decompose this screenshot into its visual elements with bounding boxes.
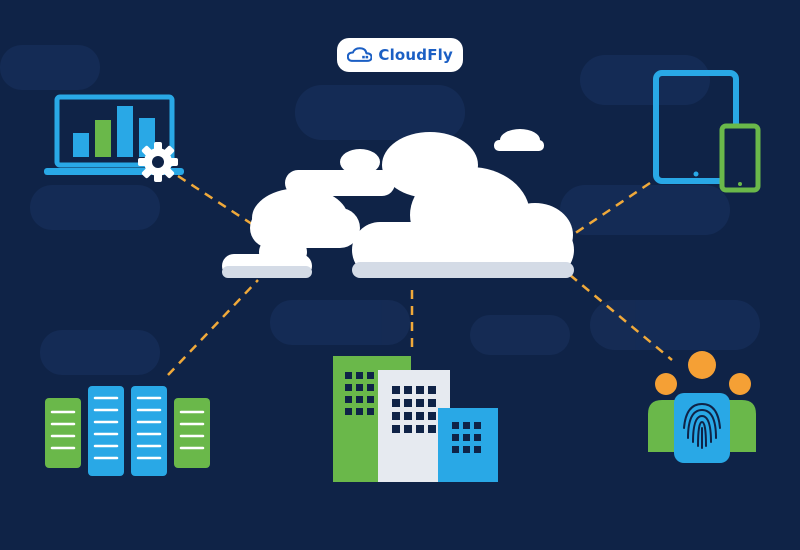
connector-lines (167, 174, 673, 376)
fingerprint-icon (683, 402, 721, 449)
connector-identity (569, 274, 673, 361)
background-clouds (0, 45, 760, 375)
laptop-chart-gear-icon (44, 94, 184, 182)
connector-analytics (177, 174, 259, 230)
gear-icon (138, 142, 178, 182)
office-buildings-icon (333, 356, 498, 482)
connector-mobile (567, 181, 651, 240)
central-cloud-icon (222, 129, 574, 278)
tablet-phone-icon (653, 70, 761, 193)
server-rack-icon (45, 386, 210, 476)
connector-servers (167, 279, 259, 376)
brand-logo: CloudFly (337, 38, 463, 72)
users-fingerprint-icon (648, 351, 756, 463)
brand-name: CloudFly (378, 46, 453, 64)
cloud-icon (347, 47, 373, 62)
